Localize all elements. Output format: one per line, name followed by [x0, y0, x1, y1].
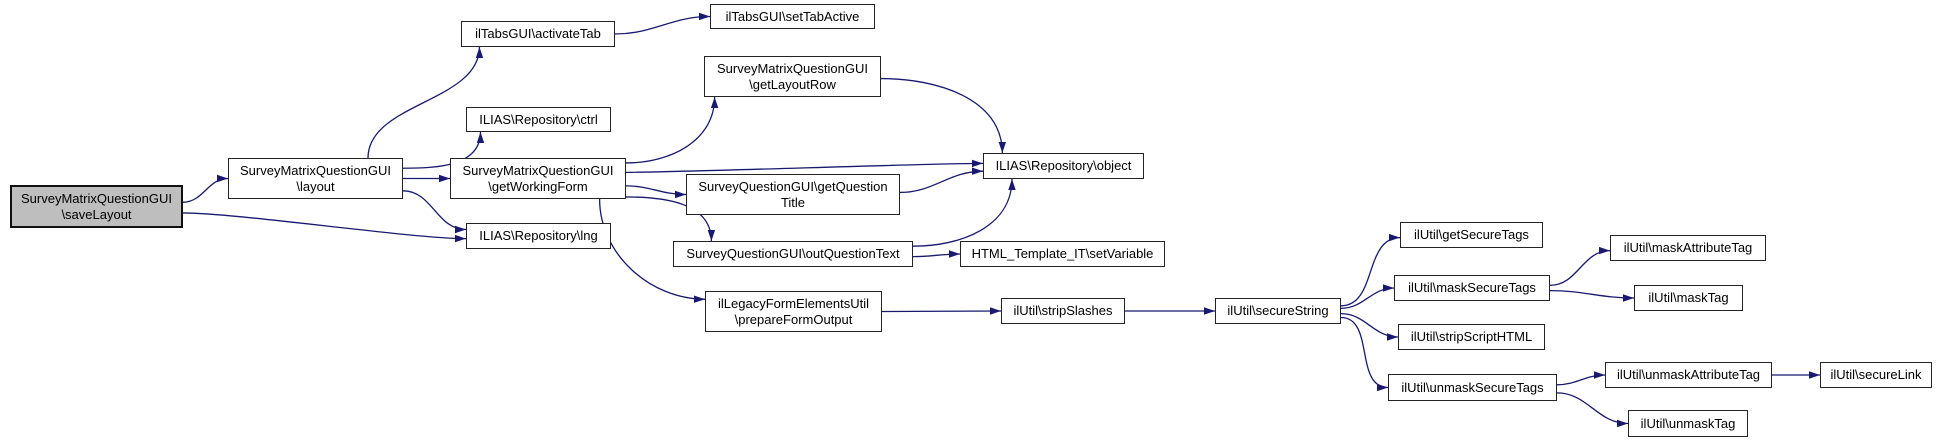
edge-layout-activateTab	[367, 46, 484, 159]
node-activateTab[interactable]: ilTabsGUI\activateTab	[461, 21, 615, 47]
node-label: ilUtil\unmaskAttributeTag	[1616, 367, 1761, 383]
node-maskSecureTags[interactable]: ilUtil\maskSecureTags	[1394, 275, 1550, 301]
node-label: ilTabsGUI\activateTab	[475, 26, 601, 42]
node-label: ILIAS\Repository\object	[995, 158, 1132, 174]
edge-layout-lng	[402, 190, 467, 234]
edge-saveLayout-lng	[182, 212, 467, 243]
node-getQuestionTitle[interactable]: SurveyQuestionGUI\getQuestion Title	[686, 174, 900, 215]
node-getSecureTags[interactable]: ilUtil\getSecureTags	[1400, 222, 1543, 248]
node-label: ilUtil\unmaskSecureTags	[1401, 379, 1544, 395]
node-secureString[interactable]: ilUtil\secureString	[1215, 298, 1341, 324]
node-layout[interactable]: SurveyMatrixQuestionGUI \layout	[228, 158, 403, 199]
edge-getWorkingForm-object	[625, 159, 984, 173]
node-unmaskTag[interactable]: ilUtil\unmaskTag	[1628, 410, 1748, 437]
edge-activateTab-setTabActive	[614, 12, 711, 35]
node-saveLayout: SurveyMatrixQuestionGUI \saveLayout	[10, 185, 183, 228]
node-label: ilUtil\maskTag	[1648, 290, 1729, 306]
node-label: ilUtil\secureString	[1227, 303, 1329, 319]
node-stripSlashes[interactable]: ilUtil\stripSlashes	[1001, 298, 1125, 324]
edge-saveLayout-layout	[182, 174, 229, 203]
node-label: ilUtil\stripSlashes	[1013, 303, 1113, 319]
node-label: ilUtil\stripScriptHTML	[1410, 329, 1533, 345]
edge-secureString-maskSecureTags	[1340, 284, 1395, 310]
node-maskTag[interactable]: ilUtil\maskTag	[1634, 285, 1743, 311]
node-label: HTML_Template_IT\setVariable	[971, 246, 1154, 262]
node-object[interactable]: ILIAS\Repository\object	[983, 153, 1144, 179]
node-stripScriptHTML[interactable]: ilUtil\stripScriptHTML	[1398, 324, 1545, 350]
edge-outQuestionText-object	[912, 178, 1016, 247]
edge-unmaskSecureTags-unmaskAttributeTag	[1556, 371, 1606, 386]
edge-maskSecureTags-maskTag	[1549, 289, 1635, 302]
edge-secureString-unmaskSecureTags	[1340, 316, 1389, 392]
node-ctrl[interactable]: ILIAS\Repository\ctrl	[466, 107, 611, 132]
node-label: SurveyMatrixQuestionGUI \getWorkingForm	[462, 162, 614, 194]
node-label: SurveyQuestionGUI\outQuestionText	[686, 246, 900, 262]
edge-getWorkingForm-getLayoutRow	[625, 96, 719, 164]
edge-secureString-getSecureTags	[1340, 233, 1401, 307]
edge-outQuestionText-setVariable	[912, 250, 961, 258]
node-outQuestionText[interactable]: SurveyQuestionGUI\outQuestionText	[673, 241, 913, 267]
node-label: ILIAS\Repository\ctrl	[479, 111, 598, 127]
node-lng[interactable]: ILIAS\Repository\lng	[466, 223, 611, 249]
node-label: ilUtil\getSecureTags	[1414, 227, 1529, 243]
node-unmaskSecureTags[interactable]: ilUtil\unmaskSecureTags	[1388, 374, 1557, 401]
node-label: ilUtil\maskAttributeTag	[1623, 240, 1753, 256]
node-label: ilUtil\unmaskTag	[1640, 415, 1736, 431]
edge-getLayoutRow-object	[880, 77, 1007, 154]
edge-secureString-stripScriptHTML	[1340, 312, 1399, 341]
node-setVariable[interactable]: HTML_Template_IT\setVariable	[960, 241, 1165, 267]
node-label: SurveyMatrixQuestionGUI \getLayoutRow	[717, 60, 868, 92]
node-prepareFormOutput[interactable]: ilLegacyFormElementsUtil \prepareFormOut…	[705, 291, 882, 332]
node-setTabActive[interactable]: ilTabsGUI\setTabActive	[710, 4, 875, 29]
edge-unmaskSecureTags-unmaskTag	[1556, 392, 1629, 428]
node-label: SurveyQuestionGUI\getQuestion Title	[698, 178, 888, 210]
edge-getWorkingForm-outQuestionText	[625, 196, 716, 242]
node-label: ilLegacyFormElementsUtil \prepareFormOut…	[718, 295, 869, 327]
edge-getWorkingForm-prepareFormOutput	[598, 198, 706, 303]
edge-maskSecureTags-maskAttributeTag	[1549, 246, 1611, 287]
node-label: ilUtil\secureLink	[1830, 367, 1922, 383]
node-getLayoutRow[interactable]: SurveyMatrixQuestionGUI \getLayoutRow	[704, 56, 881, 97]
node-label: SurveyMatrixQuestionGUI \saveLayout	[21, 190, 172, 222]
node-getWorkingForm[interactable]: SurveyMatrixQuestionGUI \getWorkingForm	[450, 158, 626, 199]
node-label: ILIAS\Repository\lng	[479, 228, 598, 244]
node-label: SurveyMatrixQuestionGUI \layout	[240, 162, 391, 194]
node-maskAttributeTag[interactable]: ilUtil\maskAttributeTag	[1610, 235, 1766, 261]
node-unmaskAttributeTag[interactable]: ilUtil\unmaskAttributeTag	[1605, 362, 1772, 388]
edge-prepareFormOutput-stripSlashes	[881, 307, 1002, 315]
node-label: ilUtil\maskSecureTags	[1408, 280, 1536, 296]
node-label: ilTabsGUI\setTabActive	[725, 8, 860, 24]
node-secureLink[interactable]: ilUtil\secureLink	[1820, 362, 1932, 388]
edge-getQuestionTitle-object	[899, 167, 984, 194]
edge-getWorkingForm-getQuestionTitle	[625, 185, 687, 199]
